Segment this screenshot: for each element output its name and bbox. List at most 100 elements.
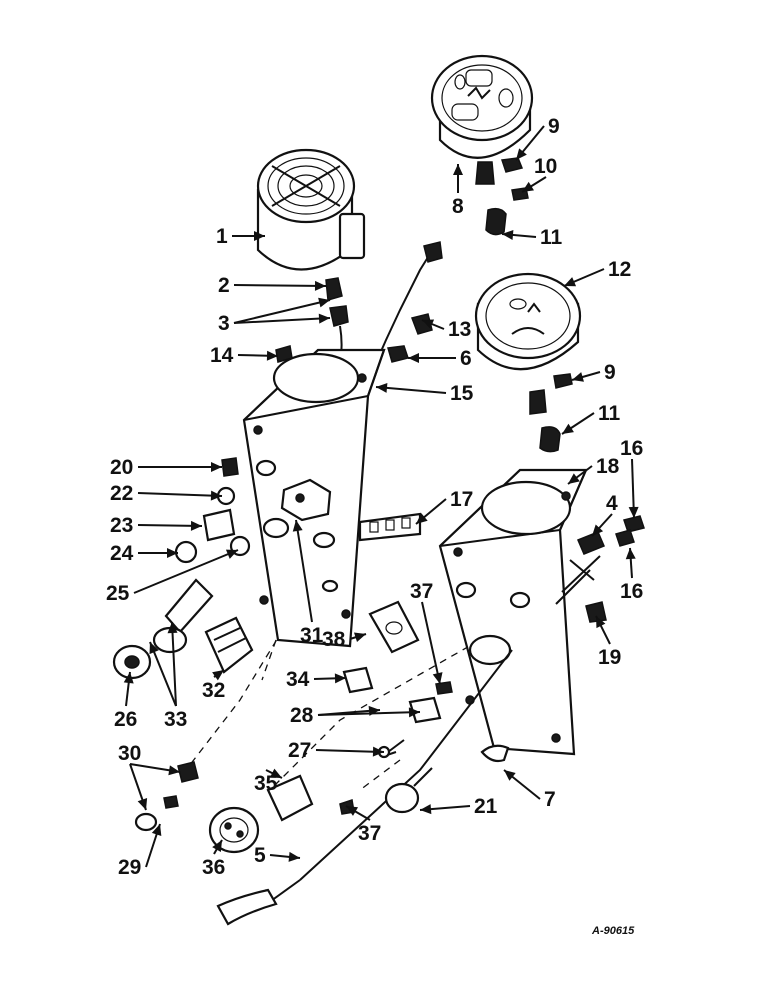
part-label-17: 17 [450, 488, 473, 511]
arrow-head [151, 824, 162, 837]
part-label-38: 38 [322, 628, 346, 651]
arrow-head [346, 806, 359, 816]
part-label-4: 4 [606, 492, 618, 515]
arrow-head [453, 164, 463, 175]
part-label-37: 37 [358, 822, 381, 845]
part-label-7: 7 [544, 788, 556, 811]
part-label-20: 20 [110, 456, 133, 479]
arrow-head [502, 229, 514, 240]
part-label-10: 10 [534, 155, 557, 178]
arrow-head [225, 549, 238, 559]
part-8-gauge [430, 54, 534, 159]
assembly-guide-lines [185, 617, 481, 791]
part-label-3: 3 [218, 312, 230, 335]
arrow-head [314, 280, 326, 291]
arrow-head [568, 473, 580, 484]
arrow-head [522, 181, 534, 192]
arrow-head [210, 490, 222, 501]
arrow-head [354, 632, 366, 643]
part-label-14: 14 [210, 344, 234, 367]
arrow-head [292, 520, 303, 532]
arrow-head [212, 840, 222, 853]
arrow-head [167, 622, 178, 634]
part-label-34: 34 [286, 668, 310, 691]
arrow-head [416, 513, 428, 524]
leader-line [317, 711, 421, 716]
part-label-33: 33 [164, 708, 187, 731]
part-12-gauge [474, 272, 582, 371]
leader-line [315, 749, 385, 753]
arrow-head [372, 746, 384, 757]
part-7-clip [480, 744, 510, 763]
part-label-27: 27 [288, 739, 311, 762]
part-label-35: 35 [254, 772, 278, 795]
arrow-head [288, 851, 300, 862]
arrow-head [269, 768, 282, 778]
part-label-31: 31 [300, 624, 324, 647]
arrow-head [266, 350, 278, 361]
arrow-head [564, 277, 577, 287]
part-label-11: 11 [540, 226, 563, 249]
part-label-9: 9 [548, 115, 560, 138]
part-label-22: 22 [110, 482, 133, 505]
part-label-5: 5 [254, 844, 266, 867]
part-15-left-instrument-bracket [242, 348, 386, 648]
arrow-head [625, 548, 636, 560]
arrow-head [149, 642, 159, 655]
part-label-26: 26 [114, 708, 137, 731]
arrow-head [168, 765, 180, 776]
part-label-36: 36 [202, 856, 225, 879]
part-label-2: 2 [218, 274, 230, 297]
part-label-18: 18 [596, 455, 620, 478]
part-label-28: 28 [290, 704, 314, 727]
part-label-24: 24 [110, 542, 134, 565]
arrow-head [254, 231, 265, 241]
part-1-gauge-grille [256, 148, 366, 271]
arrow-head [592, 524, 604, 536]
arrow-head [572, 372, 584, 382]
leader-line [295, 519, 313, 623]
part-label-32: 32 [202, 679, 225, 702]
part-label-16: 16 [620, 580, 643, 603]
arrow-head [211, 462, 222, 472]
center-small-parts [339, 666, 453, 815]
leader-line [149, 641, 177, 707]
part-label-13: 13 [448, 318, 471, 341]
gauge-fittings [475, 157, 573, 453]
arrow-head [596, 616, 606, 629]
arrow-head [376, 382, 388, 393]
leader-line [233, 317, 331, 324]
leader-line [421, 601, 441, 685]
arrow-head [318, 313, 330, 324]
arrow-head [516, 148, 527, 160]
arrow-head [432, 672, 443, 684]
arrow-head [167, 548, 178, 558]
part-label-9: 9 [604, 361, 616, 384]
arrow-head [504, 770, 516, 781]
arrow-head [562, 423, 574, 434]
part-label-25: 25 [106, 582, 130, 605]
arrow-head [408, 707, 420, 718]
part-label-21: 21 [474, 795, 498, 818]
part-label-1: 1 [216, 225, 228, 248]
part-21-knob [384, 767, 433, 814]
part-label-11: 11 [598, 402, 621, 425]
part-label-29: 29 [118, 856, 141, 879]
part-label-23: 23 [110, 514, 133, 537]
arrow-head [318, 297, 330, 308]
part-label-30: 30 [118, 742, 141, 765]
arrow-head [420, 804, 432, 815]
leader-line [137, 492, 223, 497]
arrow-head [422, 319, 435, 329]
part-label-19: 19 [598, 646, 621, 669]
arrow-head [408, 353, 419, 363]
arrow-head [334, 673, 346, 684]
part-label-16: 16 [620, 437, 643, 460]
leader-arrows [123, 125, 639, 868]
leader-line [233, 299, 331, 324]
leader-line [133, 549, 239, 594]
left-side-parts [112, 457, 254, 680]
part-label-15: 15 [450, 382, 474, 405]
